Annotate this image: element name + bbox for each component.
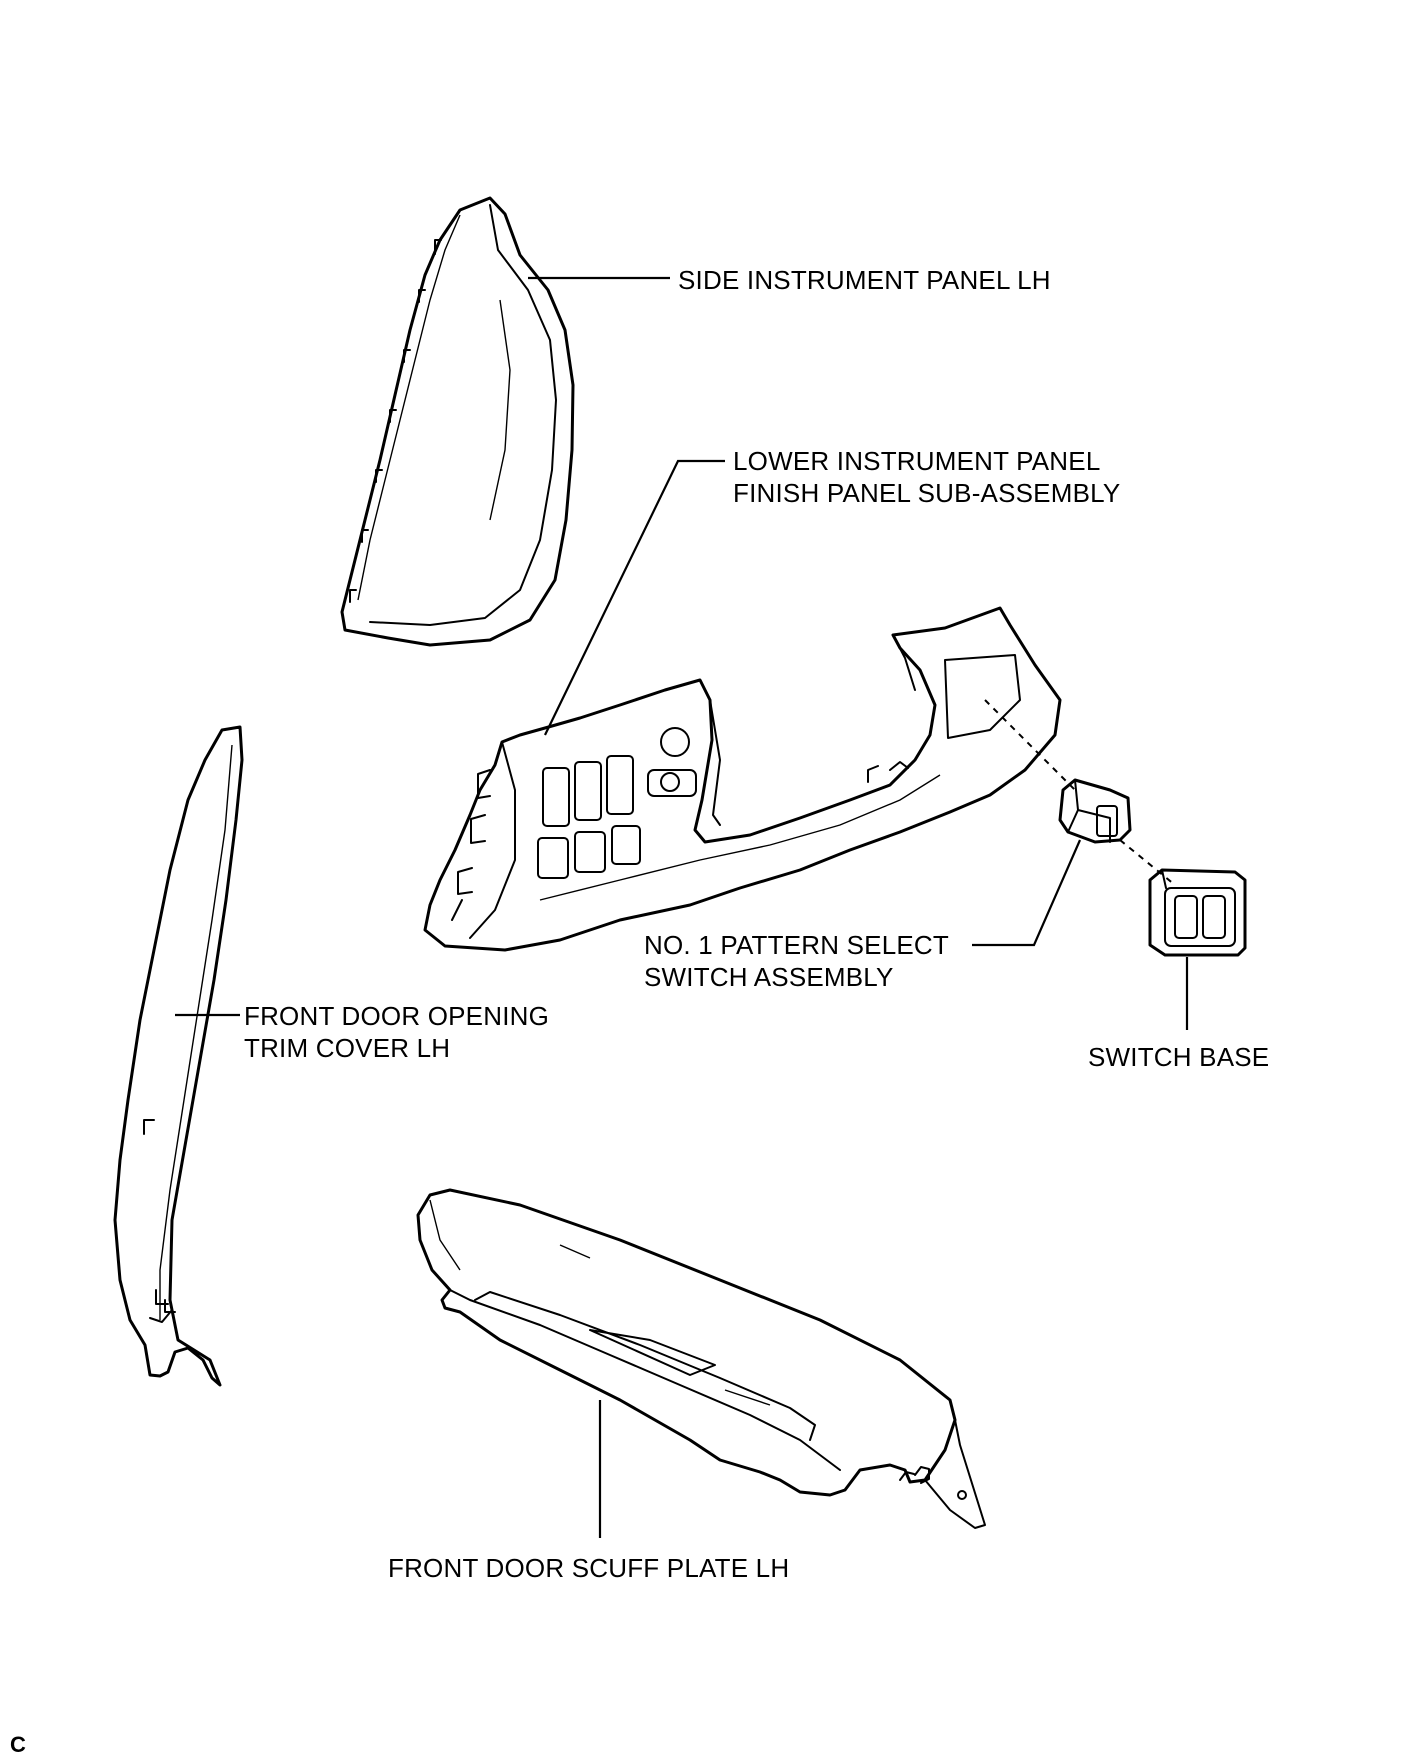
label-lower-panel-line1: LOWER INSTRUMENT PANEL xyxy=(733,446,1101,476)
label-door-trim-line2: TRIM COVER LH xyxy=(244,1033,451,1063)
label-pattern-switch-line1: NO. 1 PATTERN SELECT xyxy=(644,930,949,960)
door-opening-trim-part xyxy=(113,725,244,1387)
assembly-line-switch xyxy=(984,699,1076,791)
label-pattern-switch-line2: SWITCH ASSEMBLY xyxy=(644,962,894,992)
assembly-line-base xyxy=(1119,839,1176,886)
label-door-trim-line1: FRONT DOOR OPENING xyxy=(244,1001,550,1031)
label-lower-panel-line2: FINISH PANEL SUB-ASSEMBLY xyxy=(733,478,1121,508)
label-side-instrument-panel: SIDE INSTRUMENT PANEL LH xyxy=(678,265,1051,295)
side-instrument-panel-part xyxy=(340,196,575,647)
corner-code: C xyxy=(10,1732,26,1757)
leader-pattern-switch xyxy=(972,839,1082,947)
door-scuff-plate-part xyxy=(416,1188,986,1529)
label-scuff-plate: FRONT DOOR SCUFF PLATE LH xyxy=(388,1553,790,1583)
pattern-select-switch-part xyxy=(1058,778,1132,844)
leader-lower-panel xyxy=(544,459,725,736)
label-switch-base: SWITCH BASE xyxy=(1088,1042,1270,1072)
switch-base-part xyxy=(1148,868,1247,957)
lower-instrument-panel-part xyxy=(423,606,1062,952)
